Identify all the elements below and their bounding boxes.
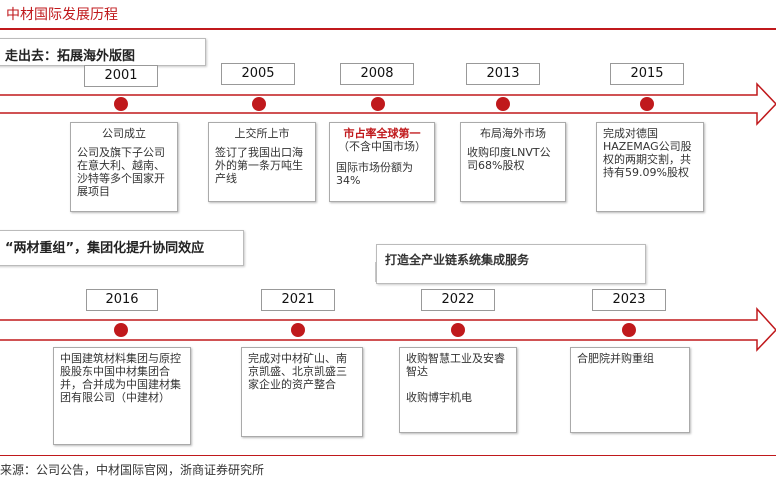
top-rule bbox=[0, 28, 776, 30]
event-body: 完成对德国HAZEMAG公司股权的两期交割，共持有59.09%股权 bbox=[603, 127, 692, 179]
event-body: 国际市场份额为34% bbox=[336, 161, 413, 187]
year-label-2015: 2015 bbox=[610, 63, 684, 85]
page-title: 中材国际发展历程 bbox=[6, 7, 118, 23]
event-body: 完成对中材矿山、南京凯盛、北京凯盛三家企业的资产整合 bbox=[248, 352, 347, 391]
section-bottom-header: “两材重组”，集团化提升协同效应 bbox=[0, 230, 244, 266]
event-card-2016: 中国建筑材料集团与原控股股东中国中材集团合并，合并成为中国建材集团有限公司（中建… bbox=[53, 347, 191, 445]
event-card-2005: 上交所上市 签订了我国出口海外的第一条万吨生产线 bbox=[208, 122, 316, 202]
year-label-2016: 2016 bbox=[86, 289, 158, 311]
event-body: 收购智慧工业及安睿智达 收购博宇机电 bbox=[406, 352, 505, 404]
event-card-2022: 收购智慧工业及安睿智达 收购博宇机电 bbox=[399, 347, 517, 433]
event-subhead: （不含中国市场） bbox=[338, 140, 426, 153]
bottom-timeline-arrow bbox=[0, 307, 776, 352]
source-note: 来源：公司公告，中材国际官网，浙商证券研究所 bbox=[0, 463, 265, 477]
event-card-2021: 完成对中材矿山、南京凯盛、北京凯盛三家企业的资产整合 bbox=[241, 347, 363, 437]
timeline-dot-2008 bbox=[371, 97, 385, 111]
timeline-dot-2022 bbox=[451, 323, 465, 337]
event-head: 公司成立 bbox=[102, 127, 146, 140]
year-label-2023: 2023 bbox=[592, 289, 666, 311]
event-body: 签订了我国出口海外的第一条万吨生产线 bbox=[215, 146, 303, 185]
year-label-2005: 2005 bbox=[221, 63, 295, 85]
timeline-dot-2013 bbox=[496, 97, 510, 111]
year-label-2022: 2022 bbox=[421, 289, 495, 311]
timeline-dot-2016 bbox=[114, 323, 128, 337]
timeline-dot-2001 bbox=[114, 97, 128, 111]
integration-banner: 打造全产业链系统集成服务 bbox=[376, 244, 646, 284]
timeline-dot-2021 bbox=[291, 323, 305, 337]
year-label-2008: 2008 bbox=[340, 63, 414, 85]
bottom-rule bbox=[0, 455, 776, 456]
event-head: 上交所上市 bbox=[234, 127, 290, 140]
year-label-2013: 2013 bbox=[466, 63, 540, 85]
year-label-2021: 2021 bbox=[261, 289, 335, 311]
event-head: 市占率全球第一 bbox=[343, 127, 421, 140]
event-body: 合肥院并购重组 bbox=[577, 352, 654, 365]
event-head: 布局海外市场 bbox=[480, 127, 546, 140]
timeline-dot-2005 bbox=[252, 97, 266, 111]
event-body: 公司及旗下子公司在意大利、越南、沙特等多个国家开展项目 bbox=[77, 146, 165, 198]
event-body: 中国建筑材料集团与原控股股东中国中材集团合并，合并成为中国建材集团有限公司（中建… bbox=[60, 352, 181, 404]
section-top-header: 走出去：拓展海外版图 bbox=[0, 38, 206, 66]
event-card-2001: 公司成立 公司及旗下子公司在意大利、越南、沙特等多个国家开展项目 bbox=[70, 122, 178, 212]
top-timeline-arrow bbox=[0, 82, 776, 126]
timeline-dot-2015 bbox=[640, 97, 654, 111]
event-card-2023: 合肥院并购重组 bbox=[570, 347, 690, 433]
event-body: 收购印度LNVT公司68%股权 bbox=[467, 146, 551, 172]
event-card-2008: 市占率全球第一 （不含中国市场） 国际市场份额为34% bbox=[329, 122, 435, 202]
year-label-2001: 2001 bbox=[84, 65, 158, 87]
event-card-2013: 布局海外市场 收购印度LNVT公司68%股权 bbox=[460, 122, 566, 202]
timeline-dot-2023 bbox=[622, 323, 636, 337]
event-card-2015: 完成对德国HAZEMAG公司股权的两期交割，共持有59.09%股权 bbox=[596, 122, 704, 212]
